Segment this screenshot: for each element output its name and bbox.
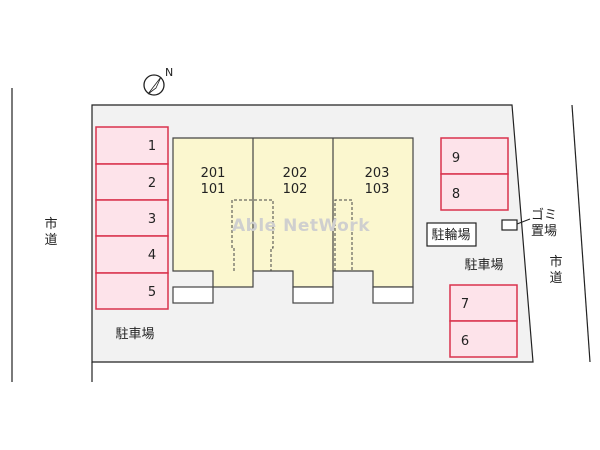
stair-outline-2 [334,199,353,271]
compass-label: N [165,66,173,79]
parking-space-5 [95,272,169,310]
garbage-label-line2: 置場 [531,224,557,239]
parking-space-9 [440,137,509,175]
compass: N [143,66,173,96]
watermark: Able NetWork [232,216,370,236]
left-road-char-2: 道 [44,233,57,248]
parking-space-3 [95,199,169,237]
right-bottom-parking: 7 6 [449,284,518,358]
unit-label-102: 102 [283,182,308,197]
left-road-label: 市 道 [44,216,57,248]
unit-label-201: 201 [201,166,226,181]
right-top-parking: 9 8 [440,137,509,211]
parking-label-1: 1 [148,139,156,154]
unit-label-101: 101 [201,182,226,197]
parking-space-6 [449,320,518,358]
building-outline [172,137,414,288]
parking-label-4: 4 [148,248,156,263]
parking-label-2: 2 [148,176,156,191]
porch-102 [292,286,334,304]
garbage-label-line1: ゴミ [531,207,557,223]
unit-label-202: 202 [283,166,308,181]
parking-label-9: 9 [452,151,460,166]
parking-label-7: 7 [461,297,469,312]
compass-ring [143,74,165,96]
parking-space-1 [95,126,169,165]
parking-label-8: 8 [452,187,460,202]
right-road-line [571,104,591,363]
left-parking-label: 駐車場 [115,327,154,342]
parking-space-8 [440,173,509,211]
parking-space-2 [95,163,169,201]
right-road-char-1: 市 [549,254,562,270]
apartment-building: 201 101 202 102 203 103 [172,137,414,304]
unit-label-103: 103 [365,182,390,197]
garbage-leader [516,218,531,225]
parking-space-4 [95,235,169,274]
north-arrow-tail [147,76,162,95]
unit-label-203: 203 [365,166,390,181]
porch-101 [172,286,214,304]
garbage-box [501,219,518,231]
right-road-char-2: 道 [549,271,562,286]
parking-label-6: 6 [461,334,469,349]
porch-103 [372,286,414,304]
left-road-char-1: 市 [44,216,57,232]
right-road-label: 市 道 [549,254,562,286]
bicycle-parking-label: 駐輪場 [431,227,470,243]
stair-outline-1 [231,199,274,271]
parking-label-3: 3 [148,212,156,227]
parking-label-5: 5 [148,285,156,300]
left-parking: 1 2 3 4 5 [95,126,169,310]
right-parking-label: 駐車場 [464,258,503,273]
bicycle-parking-box [426,222,477,247]
